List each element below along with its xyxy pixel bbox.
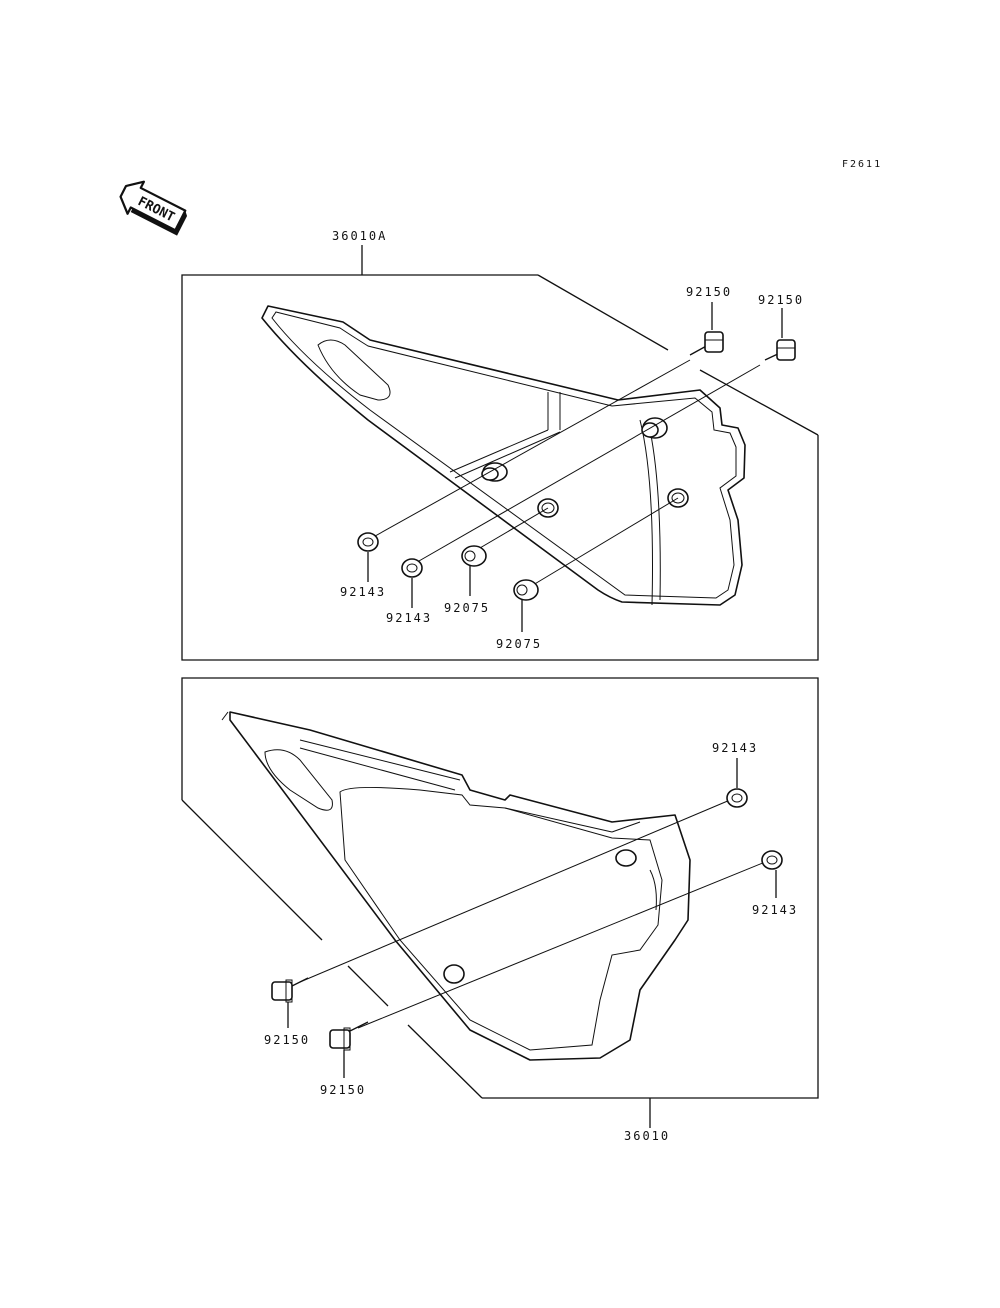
grommet-92075 <box>513 579 539 601</box>
lower-label-92150-b: 92150 <box>320 1083 366 1097</box>
upper-frame <box>181 274 819 661</box>
grommet-92075 <box>461 545 487 567</box>
upper-label-92143-b: 92143 <box>386 611 432 625</box>
figure-code: F2611 <box>842 159 882 170</box>
side-cover-36010A <box>261 305 746 606</box>
upper-cover-part-number: 36010A <box>332 229 387 243</box>
side-cover-36010 <box>221 711 691 1061</box>
boss <box>481 462 508 482</box>
boss <box>641 417 668 439</box>
washer-92143 <box>357 532 379 552</box>
upper-label-92150-a: 92150 <box>686 285 732 299</box>
front-arrow-icon: FRONT <box>119 180 188 236</box>
upper-label-92075-b: 92075 <box>496 637 542 651</box>
lower-assembly: 36010 92143 92143 <box>181 677 819 1143</box>
lower-label-92150-a: 92150 <box>264 1033 310 1047</box>
lower-frame <box>181 677 819 1099</box>
lower-label-92143-a: 92143 <box>712 741 758 755</box>
bolt-92150 <box>271 977 309 1003</box>
washer-92143 <box>726 788 748 808</box>
bolt-92150 <box>764 339 796 361</box>
upper-label-92075-a: 92075 <box>444 601 490 615</box>
bolt-92150 <box>689 331 724 356</box>
washer-92143 <box>761 850 783 870</box>
upper-assembly: 36010A <box>181 229 819 661</box>
upper-label-92143-a: 92143 <box>340 585 386 599</box>
lower-label-92143-b: 92143 <box>752 903 798 917</box>
lower-cover-part-number: 36010 <box>624 1129 670 1143</box>
washer-92143 <box>401 558 423 578</box>
upper-label-92150-b: 92150 <box>758 293 804 307</box>
bolt-92150 <box>329 1021 369 1051</box>
